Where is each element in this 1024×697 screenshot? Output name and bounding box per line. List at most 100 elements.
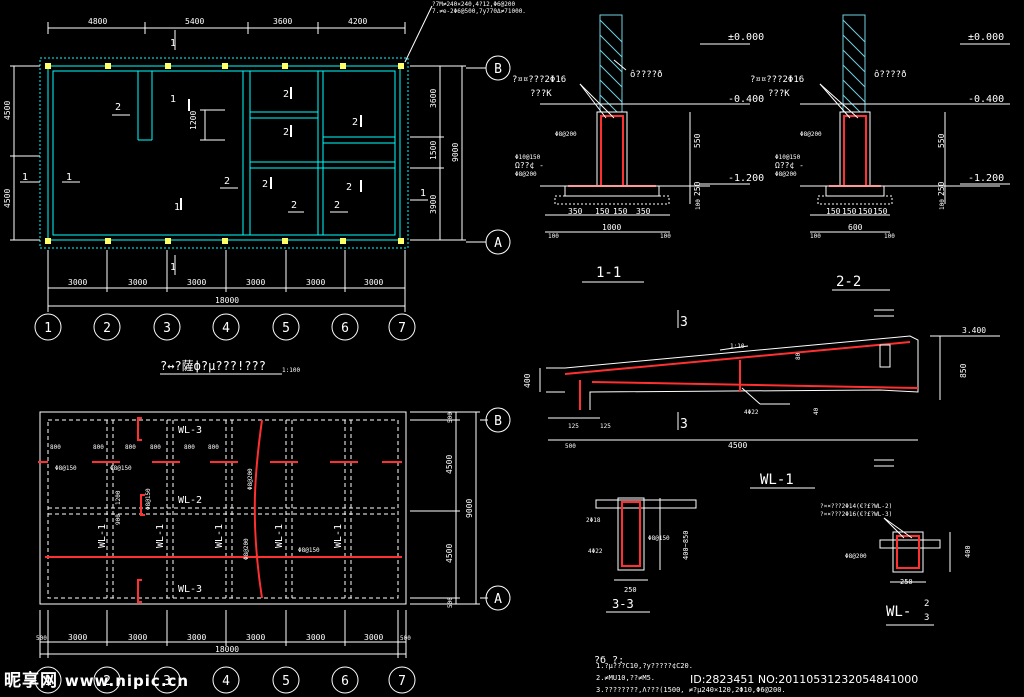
dim-top-3: 3600 xyxy=(273,17,292,26)
dim-bottom-3: 3000 xyxy=(187,278,206,287)
s22-label-top: ô????ð xyxy=(874,69,907,80)
s22-dim-h2: 250 xyxy=(937,181,946,196)
s11-label-s2: Φ10@150 xyxy=(515,154,541,161)
s11-dim-h1: 550 xyxy=(693,133,702,148)
beam-wl1-e: WL-1 xyxy=(333,524,344,548)
grid-b-col-2: 2 xyxy=(103,674,111,689)
grid-b-col-4: 4 xyxy=(222,674,230,689)
watermark-logo: 昵享网 xyxy=(4,671,58,691)
s11-label-top: ô????ð xyxy=(630,69,663,80)
wl23-dim-w: 250 xyxy=(900,578,913,586)
wl1-dim-end: 500 xyxy=(565,443,576,450)
dim-bottom-6: 3000 xyxy=(364,278,383,287)
section-3-3-labels: 2Φ18 4Φ22 Φ8@150 400~850 250 3-3 xyxy=(586,517,690,611)
watermark-url: www.nipic.cn xyxy=(64,672,190,690)
s22-label-s2: Φ10@150 xyxy=(775,154,801,161)
notes-line-3: 3.????????,Λ???(1500, ≠?μ240×120,2Φ10,Φ6… xyxy=(596,686,786,694)
section-mark-2h: 2 xyxy=(291,200,297,211)
wl23-label-2: ?¤¤???2Φ16(€?£?WL-3) xyxy=(820,511,892,518)
section-3-3 xyxy=(595,497,697,613)
dim-right-total: 9000 xyxy=(451,143,460,162)
s22-dim-w4: 150 xyxy=(873,207,888,216)
section-mark-2f: 2 xyxy=(262,179,268,190)
dim-b-total: 18000 xyxy=(215,645,239,654)
s22-label-s1: Φ8@200 xyxy=(800,131,822,138)
s22-dim-w2: 150 xyxy=(842,207,857,216)
plan-title-scale: 1:100 xyxy=(282,367,300,374)
s22-title: 2-2 xyxy=(836,274,861,290)
dim-br-1: 500 xyxy=(447,412,454,423)
s11-label-s3: Ω??¢ - xyxy=(515,161,544,170)
s11-dim-w3: 150 xyxy=(613,207,628,216)
s11-dim-w4: 350 xyxy=(636,207,651,216)
notes-line-1: 1.?μ???С10,?y?????¢C20. xyxy=(596,662,693,670)
dim-900: 900 xyxy=(115,514,122,525)
spacing-3: 800 xyxy=(125,444,136,451)
dim-right-1: 3600 xyxy=(429,89,438,108)
bottom-grid-bubbles xyxy=(34,407,511,694)
s33-label-s: Φ8@150 xyxy=(648,535,670,542)
s33-dim-w: 250 xyxy=(624,586,637,594)
beam-wl1-a: WL-1 xyxy=(97,524,108,548)
s33-label-top: 2Φ18 xyxy=(586,517,601,524)
wl1-dim-span: 4500 xyxy=(728,441,747,450)
dim-b-1: 3000 xyxy=(68,633,87,642)
section-mark-mid: 1 xyxy=(174,202,180,213)
wl1-dim-b2: 125 xyxy=(600,423,611,430)
spacing-4: 800 xyxy=(150,444,161,451)
rebar-label-e: Φ8@200 xyxy=(243,538,250,560)
wl1-dim-mid2: 40 xyxy=(813,407,820,415)
dim-b-edge-l: 500 xyxy=(36,635,47,642)
s11-dim-h3: 100 xyxy=(695,199,702,210)
dim-br-4: 500 xyxy=(447,597,454,608)
column-markers xyxy=(45,63,404,244)
s11-label-rebar: ?¤¤???2Φ16 xyxy=(512,75,566,85)
spacing-6: 800 xyxy=(208,444,219,451)
bottom-plan-labels: WL-3 WL-2 WL-3 WL-1 WL-1 WL-1 WL-1 WL-1 … xyxy=(36,412,474,654)
dim-b-edge-r: 500 xyxy=(400,635,411,642)
s11-label-s1: Φ8@200 xyxy=(555,131,577,138)
notes-line-2: 2.≠MU10,??≠M5. xyxy=(596,674,655,682)
s11-dim-w2: 150 xyxy=(595,207,610,216)
s11-level-1: -0.400 xyxy=(728,94,764,105)
wl1-mark-bottom: 3 xyxy=(680,417,688,432)
s22-label-s4: Φ8@200 xyxy=(775,171,797,178)
s22-dim-h3: 100 xyxy=(939,199,946,210)
dim-inner: 1200 xyxy=(189,111,198,130)
s22-dim-w1: 150 xyxy=(826,207,841,216)
s11-dim-edge-r: 100 xyxy=(660,233,671,240)
dim-b-2: 3000 xyxy=(128,633,147,642)
section-wl23 xyxy=(879,517,951,626)
rebar-label-f: Φ8@150 xyxy=(145,488,152,510)
dim-b-4: 3000 xyxy=(246,633,265,642)
wl1-dim-h: 850 xyxy=(959,363,968,378)
beam-wl3-bottom: WL-3 xyxy=(178,584,202,595)
wl23-dim-h: 400 xyxy=(964,545,972,558)
s22-dim-w3: 150 xyxy=(858,207,873,216)
s11-dim-w1: 350 xyxy=(568,207,583,216)
grid-col-6: 6 xyxy=(341,321,349,336)
wl23-title: WL- xyxy=(886,604,911,620)
grid-b-col-6: 6 xyxy=(341,674,349,689)
wl23-title-sup: 2 xyxy=(924,599,929,609)
dim-top-2: 5400 xyxy=(185,17,204,26)
rebar-label-d: Φ8@200 xyxy=(247,468,254,490)
beam-wl1-d: WL-1 xyxy=(274,524,285,548)
grid-row-a: A xyxy=(494,236,502,251)
section-2-2 xyxy=(800,14,1010,291)
bottom-grid-labels: B A 1 2 3 4 5 6 7 xyxy=(44,414,502,689)
section-mark-2g: 2 xyxy=(224,176,230,187)
section-mark-2i: 2 xyxy=(334,200,340,211)
s33-label-bot: 4Φ22 xyxy=(588,548,603,555)
rebar-label-a: Φ8@150 xyxy=(55,465,77,472)
grid-b-row-b: B xyxy=(494,414,502,429)
s11-dim-base: 1000 xyxy=(602,223,621,232)
s22-level-0: ±0.000 xyxy=(968,32,1004,43)
dim-top-1: 4800 xyxy=(88,17,107,26)
dim-b-6: 3000 xyxy=(364,633,383,642)
section-mark-bottom: 1 xyxy=(170,262,176,273)
dim-br-2: 4500 xyxy=(445,455,454,474)
section-mark-2j: 2 xyxy=(346,182,352,193)
section-1-1 xyxy=(540,14,750,283)
